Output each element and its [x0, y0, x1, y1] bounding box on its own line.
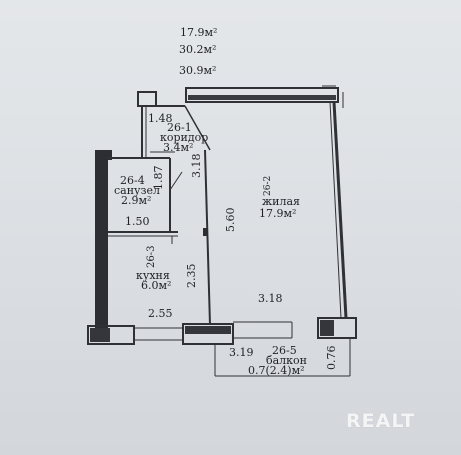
corridor-name: коридор	[160, 131, 209, 144]
living-top-wall-fill	[188, 95, 336, 100]
bottom-right-pier-fill	[320, 320, 334, 336]
bathroom-area: 2.9м²	[121, 194, 152, 207]
living-right-wall	[332, 101, 348, 319]
left-outer-wall	[95, 150, 108, 330]
kitchen-name: кухня	[136, 269, 170, 282]
partition-door-jamb	[203, 228, 208, 236]
bottom-left-wall-fill	[90, 328, 110, 342]
bathroom-code: 26-4	[120, 174, 145, 187]
summary-total-area-with-balcony: 30.9м²	[179, 64, 217, 77]
left-inner-wall-segment	[108, 150, 112, 160]
bottom-left-wall	[87, 325, 135, 345]
kitchen-height-dim: 2.35	[185, 263, 198, 289]
balcony-width-dim: 3.19	[229, 346, 254, 359]
corridor-side-dim: 3.18	[190, 153, 203, 179]
shaft-block	[137, 91, 157, 107]
living-width-dim: 3.18	[258, 292, 283, 305]
living-right-wall-inner	[329, 101, 342, 319]
kitchen-area: 6.0м²	[141, 279, 172, 292]
bathroom-name: санузел	[114, 184, 161, 197]
partition-wall	[204, 149, 211, 326]
bathroom-width-dim: 1.50	[125, 215, 150, 228]
corridor-code: 26-1	[167, 121, 192, 134]
summary-living-area: 17.9м²	[180, 26, 218, 39]
kitchen-code: 26-3	[146, 245, 157, 268]
living-code: 26-2	[263, 175, 273, 196]
balcony-depth-dim: 0.76	[325, 345, 338, 371]
living-name: жилая	[262, 195, 300, 208]
bottom-right-pier	[317, 317, 357, 339]
bottom-middle-pier	[182, 323, 234, 345]
living-top-wall	[185, 87, 339, 103]
summary-total-area: 30.2м²	[179, 43, 217, 56]
realt-watermark-logo: REALT	[346, 410, 416, 432]
balcony-name: балкон	[266, 354, 307, 367]
corridor-slant-wall	[184, 105, 211, 151]
balcony-code: 26-5	[272, 344, 297, 357]
balcony-area: 0.7(2.4)м²	[248, 364, 305, 377]
bathroom-door-swing	[169, 171, 183, 191]
living-area: 17.9м²	[259, 207, 297, 220]
kitchen-width-dim: 2.55	[148, 307, 173, 320]
corridor-width-dim: 1.48	[148, 112, 173, 125]
bottom-middle-pier-fill	[185, 326, 231, 334]
corridor-area: 3.4м²	[163, 141, 194, 154]
living-height-dim: 5.60	[224, 207, 237, 233]
